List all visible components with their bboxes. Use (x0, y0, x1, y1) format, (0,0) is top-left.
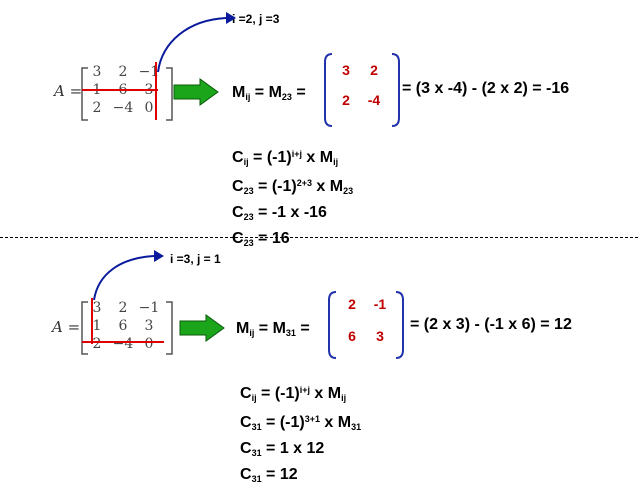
matrix-cell: −4 (112, 100, 134, 116)
matrix-row: 2 −4 0 (84, 100, 162, 118)
step-line: C31 = (-1)3+1 x M31 (240, 414, 362, 432)
matrix-cell: −4 (112, 336, 134, 352)
minor-cell: 2 (348, 296, 356, 312)
minor-row: 3 2 (332, 62, 388, 92)
minor-cell: 2 (370, 62, 378, 78)
minor-cell: 3 (342, 62, 350, 78)
top-green-arrow-icon (173, 78, 219, 106)
top-minor-equation: Mij = M23 = (232, 84, 306, 102)
matrix-cell: 2 (92, 100, 102, 116)
top-minor-brackets (324, 53, 400, 127)
top-matrix-brackets (81, 67, 173, 121)
matrix-row: 3 2 −1 (84, 64, 162, 82)
matrix-cell: 3 (144, 318, 154, 334)
matrix-cell: 2 (118, 300, 128, 316)
minor-cell: 3 (376, 328, 384, 344)
matrix-row: 3 2 −1 (84, 300, 162, 318)
bottom-matrix: 3 2 −1 1 6 3 2 −4 0 (84, 300, 162, 354)
bottom-result: = (2 x 3) - (-1 x 6) = 12 (410, 316, 572, 333)
top-index-label: i =2, j =3 (232, 12, 280, 26)
matrix-row: 1 6 3 (84, 318, 162, 336)
step-line: C31 = 1 x 12 (240, 440, 325, 458)
minor-row: 6 3 (338, 328, 394, 360)
minor-row: 2 -4 (332, 92, 388, 122)
top-matrix-label: A = (54, 82, 83, 100)
matrix-cell: 6 (118, 318, 128, 334)
bottom-highlight-lines (82, 298, 164, 344)
minor-cell: -1 (373, 296, 387, 312)
bottom-minor-equation: Mij = M31 = (236, 320, 310, 338)
matrix-cell: −1 (138, 64, 160, 80)
top-minor-matrix: 3 2 2 -4 (332, 62, 388, 122)
minor-row: 2 -1 (338, 296, 394, 328)
step-line: Cij = (-1)i+j x Mij (232, 149, 339, 167)
top-result: = (3 x -4) - (2 x 2) = -16 (402, 80, 570, 97)
bottom-green-arrow-icon (179, 314, 225, 342)
step-line: C31 = 12 (240, 466, 298, 484)
top-highlight-lines (82, 62, 158, 120)
matrix-cell: 0 (144, 100, 154, 116)
bottom-minor-brackets (328, 291, 404, 359)
matrix-cell: 3 (92, 64, 102, 80)
matrix-cell: 0 (144, 336, 154, 352)
bottom-matrix-label: A = (52, 318, 81, 336)
top-curved-arrow-icon (157, 12, 236, 73)
bottom-curved-arrow-icon (93, 250, 164, 301)
matrix-cell: 1 (92, 318, 102, 334)
top-steps: Cij = (-1)i+j x Mij C23 = (-1)2+3 x M23 … (232, 144, 353, 254)
minor-cell: 2 (342, 92, 350, 108)
bottom-steps: Cij = (-1)i+j x Mij C31 = (-1)3+1 x M31 … (240, 380, 361, 490)
step-line: Cij = (-1)i+j x Mij (240, 385, 347, 403)
matrix-cell: 3 (92, 300, 102, 316)
bottom-minor-matrix: 2 -1 6 3 (338, 296, 394, 360)
matrix-cell: 2 (118, 64, 128, 80)
matrix-cell: 2 (92, 336, 102, 352)
step-line: C23 = (-1)2+3 x M23 (232, 178, 354, 196)
minor-cell: 6 (348, 328, 356, 344)
bottom-matrix-brackets (81, 301, 173, 355)
matrix-cell: −1 (138, 300, 160, 316)
section-divider (0, 237, 638, 238)
step-line: C23 = -1 x -16 (232, 204, 327, 222)
minor-cell: -4 (367, 92, 381, 108)
matrix-row: 2 −4 0 (84, 336, 162, 354)
step-line: C23 = 16 (232, 230, 290, 248)
bottom-index-label: i =3, j = 1 (170, 252, 221, 266)
